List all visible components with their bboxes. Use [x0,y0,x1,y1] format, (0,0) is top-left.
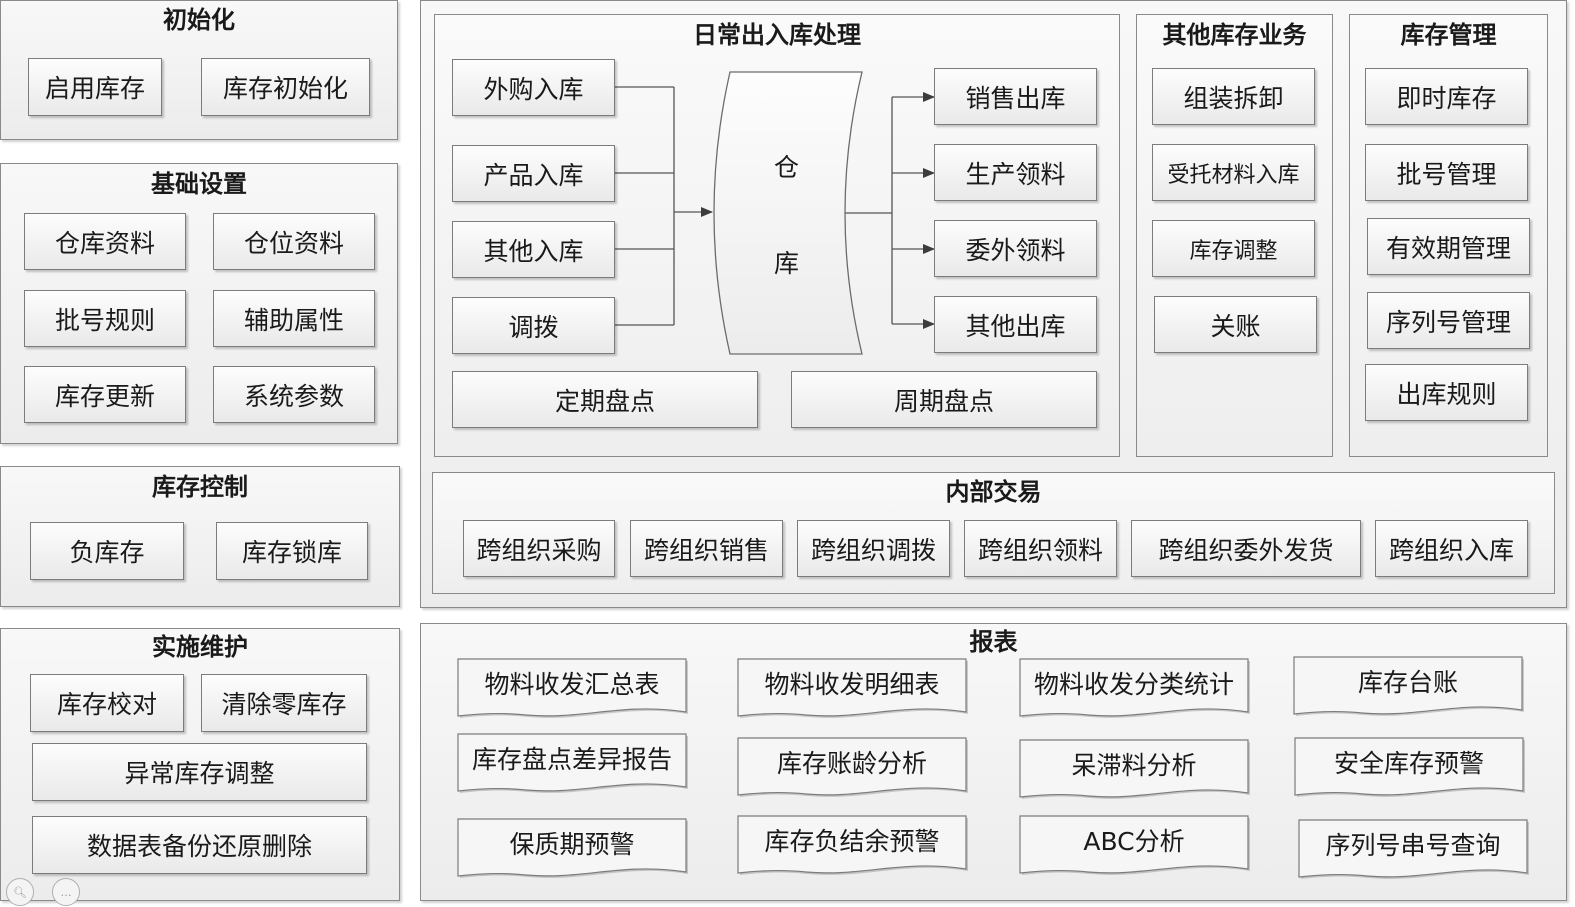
cross-org-sales-button[interactable]: 跨组织销售 [630,520,783,577]
inventory-update-button[interactable]: 库存更新 [24,366,186,423]
cross-org-transfer-button[interactable]: 跨组织调拨 [797,520,950,577]
warehouse-shape [713,71,863,355]
expiry-mgmt-button[interactable]: 有效期管理 [1367,218,1530,275]
assembly-button[interactable]: 组装拆卸 [1152,68,1315,125]
more-icon[interactable]: … [52,878,80,906]
abnormal-adjust-button[interactable]: 异常库存调整 [32,743,367,801]
outbound-rule-button[interactable]: 出库规则 [1365,364,1528,421]
report-item[interactable]: 物料收发汇总表 [457,658,688,720]
report-label: 呆滞料分析 [1071,751,1197,780]
outsourced-issue-button[interactable]: 委外领料 [934,220,1097,277]
cross-org-issue-button[interactable]: 跨组织领料 [964,520,1117,577]
mgmt-title: 库存管理 [1400,21,1497,49]
report-item[interactable]: 库存盘点差异报告 [457,733,688,795]
report-label: 物料收发明细表 [764,670,940,699]
other-title: 其他库存业务 [1162,21,1307,49]
document-shape [737,815,968,875]
cross-org-inbound-button[interactable]: 跨组织入库 [1375,520,1528,577]
document-shape [1293,656,1524,716]
basic-settings-title: 基础设置 [151,170,247,198]
report-label: 安全库存预警 [1333,749,1484,778]
report-label: 库存台账 [1357,668,1458,697]
location-data-button[interactable]: 仓位资料 [213,213,375,270]
report-label: 保质期预警 [509,830,635,859]
report-label: ABC分析 [1083,827,1185,856]
zoom-icon[interactable]: 🔍︎ [6,878,34,906]
maintenance-title: 实施维护 [152,633,248,661]
inventory-adjust-button[interactable]: 库存调整 [1152,220,1315,277]
realtime-inventory-button[interactable]: 即时库存 [1365,68,1528,125]
inventory-check-button[interactable]: 库存校对 [30,674,184,732]
document-shape [1019,739,1250,799]
warehouse-label-2: 库 [774,249,800,278]
other-outbound-button[interactable]: 其他出库 [934,296,1097,353]
enable-inventory-button[interactable]: 启用库存 [28,58,162,116]
report-item[interactable]: 物料收发分类统计 [1019,658,1250,720]
clear-zero-inventory-button[interactable]: 清除零库存 [201,674,367,732]
report-label: 物料收发汇总表 [484,670,660,699]
sales-outbound-button[interactable]: 销售出库 [934,68,1097,125]
document-shape [737,737,968,797]
report-item[interactable]: 保质期预警 [457,818,688,880]
cycle-count-button[interactable]: 周期盘点 [791,371,1097,428]
report-item[interactable]: 序列号串号查询 [1298,819,1529,881]
report-item[interactable]: 库存账龄分析 [737,737,968,799]
inventory-lock-button[interactable]: 库存锁库 [216,522,368,580]
internal-title: 内部交易 [945,478,1042,506]
batch-rule-button[interactable]: 批号规则 [24,290,186,347]
batch-mgmt-button[interactable]: 批号管理 [1365,144,1528,201]
close-account-button[interactable]: 关账 [1154,296,1317,353]
periodic-count-button[interactable]: 定期盘点 [452,371,758,428]
cross-org-outsource-button[interactable]: 跨组织委外发货 [1131,520,1361,577]
report-item[interactable]: 呆滞料分析 [1019,739,1250,801]
document-shape [457,818,688,878]
product-inbound-button[interactable]: 产品入库 [452,145,615,202]
inventory-init-button[interactable]: 库存初始化 [201,58,370,116]
production-issue-button[interactable]: 生产领料 [934,144,1097,201]
report-item[interactable]: 安全库存预警 [1294,737,1525,799]
document-shape [737,658,968,718]
daily-title: 日常出入库处理 [693,21,861,49]
document-shape [1019,658,1250,718]
warehouse-label-1: 仓 [774,153,800,182]
document-shape [457,733,688,793]
purchase-inbound-button[interactable]: 外购入库 [452,59,615,116]
report-label: 库存负结余预警 [764,827,940,856]
report-label: 物料收发分类统计 [1033,670,1234,699]
document-shape [1019,815,1250,875]
document-shape [1294,737,1525,797]
table-backup-button[interactable]: 数据表备份还原删除 [32,816,367,874]
serial-mgmt-button[interactable]: 序列号管理 [1367,292,1530,349]
report-item[interactable]: 物料收发明细表 [737,658,968,720]
report-label: 序列号串号查询 [1325,831,1501,860]
document-shape [1298,819,1529,879]
report-item[interactable]: 库存台账 [1293,656,1524,718]
negative-inventory-button[interactable]: 负库存 [30,522,184,580]
init-title: 初始化 [163,6,235,34]
warehouse-data-button[interactable]: 仓库资料 [24,213,186,270]
report-label: 库存盘点差异报告 [471,745,672,774]
report-label: 库存账龄分析 [776,749,927,778]
transfer-button[interactable]: 调拨 [452,297,615,354]
aux-attribute-button[interactable]: 辅助属性 [213,290,375,347]
cross-org-purchase-button[interactable]: 跨组织采购 [463,520,615,577]
report-item[interactable]: 库存负结余预警 [737,815,968,877]
inventory-control-title: 库存控制 [152,473,248,501]
reports-title: 报表 [969,628,1018,656]
other-inbound-button[interactable]: 其他入库 [452,221,615,278]
system-param-button[interactable]: 系统参数 [213,366,375,423]
report-item[interactable]: ABC分析 [1019,815,1250,877]
consigned-material-button[interactable]: 受托材料入库 [1152,144,1315,201]
document-shape [457,658,688,718]
